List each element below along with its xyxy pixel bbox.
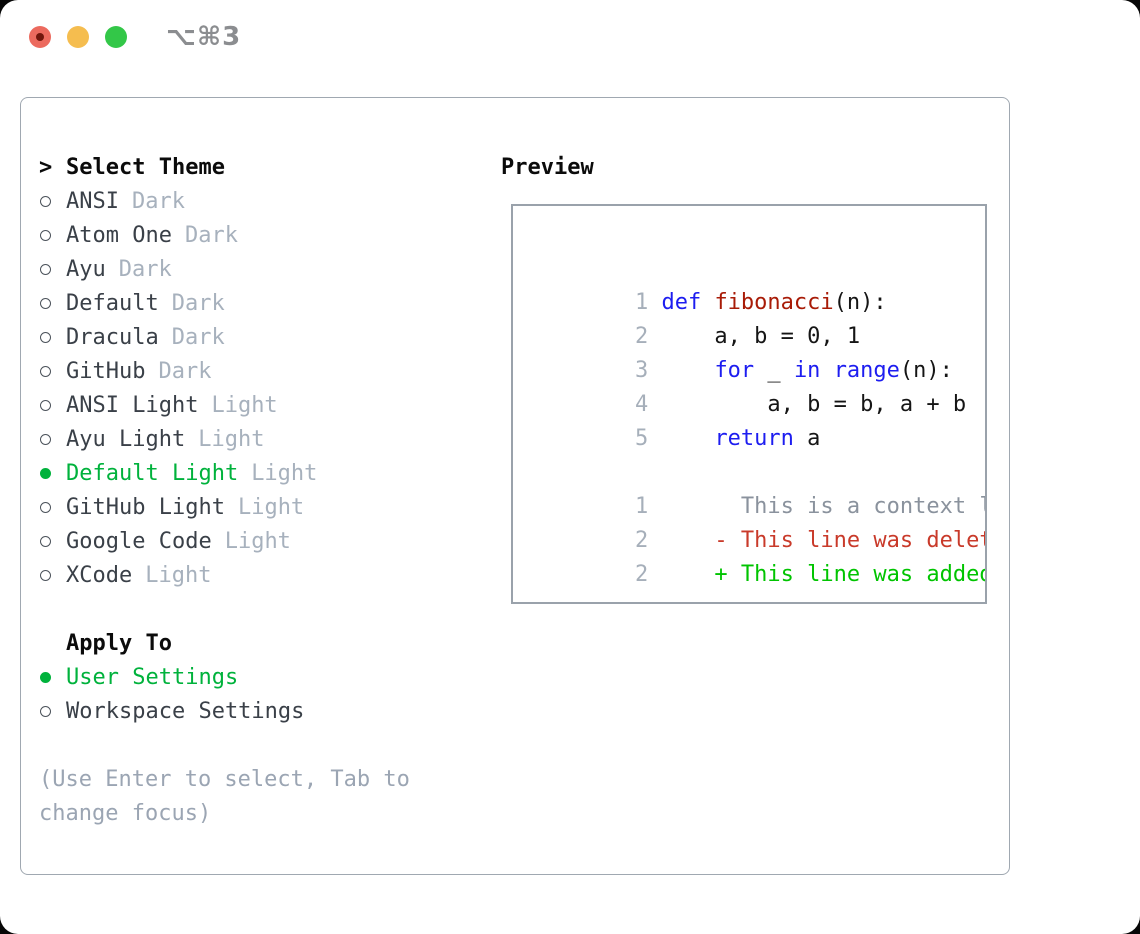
theme-name: XCode (66, 562, 133, 588)
theme-option-ayu-dark[interactable]: Ayu Dark (39, 252, 410, 286)
theme-option-dracula-dark[interactable]: Dracula Dark (39, 320, 410, 354)
theme-name: Atom One (66, 222, 172, 248)
theme-name: Default (66, 290, 159, 316)
theme-name: ANSI Light (66, 392, 199, 418)
line-number: 3 (634, 358, 649, 383)
apply-to-header: Apply To (39, 626, 410, 660)
radio-icon (39, 365, 66, 377)
theme-option-google-code-light[interactable]: Google Code Light (39, 524, 410, 558)
theme-name: Ayu (66, 256, 106, 282)
line-number: 4 (634, 392, 649, 417)
theme-tag: Dark (158, 358, 212, 384)
caret-icon: > (39, 154, 53, 180)
theme-tag: Dark (118, 256, 172, 282)
theme-tag: Light (251, 460, 318, 486)
apply-option-workspace-settings[interactable]: Workspace Settings (39, 694, 410, 728)
title-bar: ⌥⌘3 (0, 0, 1140, 74)
line-number: 1 (634, 494, 649, 519)
theme-option-ayu-light[interactable]: Ayu Light Light (39, 422, 410, 456)
theme-option-github-dark[interactable]: GitHub Dark (39, 354, 410, 388)
code-line: 2 a, b = 0, 1 (529, 286, 985, 349)
theme-name: GitHub Light (66, 494, 225, 520)
minimize-button[interactable] (67, 26, 89, 48)
line-number: 5 (634, 426, 649, 451)
theme-tag: Dark (171, 290, 225, 316)
code-line: 5 return a (529, 388, 985, 451)
radio-icon (39, 297, 66, 309)
radio-icon (39, 229, 66, 241)
spacer (39, 728, 410, 762)
theme-option-ansi-dark[interactable]: ANSI Dark (39, 184, 410, 218)
radio-icon (39, 569, 66, 581)
diff-line-added: 2 + This line was added. (529, 524, 985, 587)
code-line: 4 a, b = b, a + b (529, 354, 985, 417)
radio-icon (39, 535, 66, 547)
preview-title: Preview (501, 154, 594, 180)
apply-option-user-settings[interactable]: User Settings (39, 660, 410, 694)
code-line: 3 for _ in range(n): (529, 320, 985, 383)
close-button[interactable] (29, 26, 51, 48)
radio-icon (39, 501, 66, 513)
theme-selector-panel: > Select Theme ANSI Dark Atom One Dark A… (20, 97, 1010, 875)
radio-icon (39, 433, 66, 445)
theme-name: Dracula (66, 324, 159, 350)
theme-name: Google Code (66, 528, 212, 554)
theme-option-xcode-light[interactable]: XCode Light (39, 558, 410, 592)
help-text-line2: change focus) (39, 800, 212, 826)
zoom-button[interactable] (105, 26, 127, 48)
radio-icon (39, 705, 66, 717)
select-theme-title: Select Theme (66, 154, 225, 180)
diff-line-deleted: 2 - This line was deleted. (529, 490, 985, 553)
theme-tag: Dark (171, 324, 225, 350)
theme-tag: Light (224, 528, 291, 554)
theme-name: Default Light (66, 460, 239, 486)
theme-tag: Light (237, 494, 305, 520)
theme-tag: Dark (131, 188, 185, 214)
unsaved-indicator-icon (36, 33, 44, 41)
theme-tag: Light (145, 562, 212, 588)
apply-option-label: User Settings (66, 664, 239, 690)
spacer (39, 592, 410, 626)
radio-icon (39, 263, 66, 275)
theme-tag: Dark (184, 222, 238, 248)
radio-selected-icon (39, 467, 66, 479)
window-title: ⌥⌘3 (166, 22, 242, 52)
theme-list: > Select Theme ANSI Dark Atom One Dark A… (39, 150, 410, 830)
theme-tag: Light (211, 392, 278, 418)
select-theme-header: > Select Theme (39, 150, 410, 184)
theme-option-atom-one-dark[interactable]: Atom One Dark (39, 218, 410, 252)
theme-tag: Light (198, 426, 265, 452)
theme-option-github-light[interactable]: GitHub Light Light (39, 490, 410, 524)
line-number: 2 (634, 528, 649, 553)
diff-line-context: 1 This is a context line. (529, 456, 985, 519)
radio-selected-icon (39, 671, 66, 683)
radio-icon (39, 331, 66, 343)
line-number: 2 (634, 324, 649, 349)
help-text-line1: (Use Enter to select, Tab to (39, 766, 410, 792)
theme-option-default-light[interactable]: Default Light Light (39, 456, 410, 490)
theme-name: ANSI (66, 188, 119, 214)
radio-icon (39, 195, 66, 207)
radio-icon (39, 399, 66, 411)
theme-option-ansi-light[interactable]: ANSI Light Light (39, 388, 410, 422)
theme-name: GitHub (66, 358, 146, 384)
line-number: 2 (634, 562, 649, 587)
apply-to-title: Apply To (66, 630, 172, 656)
line-number: 1 (634, 290, 649, 315)
apply-option-label: Workspace Settings (66, 698, 305, 724)
theme-option-default-dark[interactable]: Default Dark (39, 286, 410, 320)
theme-name: Ayu Light (66, 426, 186, 452)
